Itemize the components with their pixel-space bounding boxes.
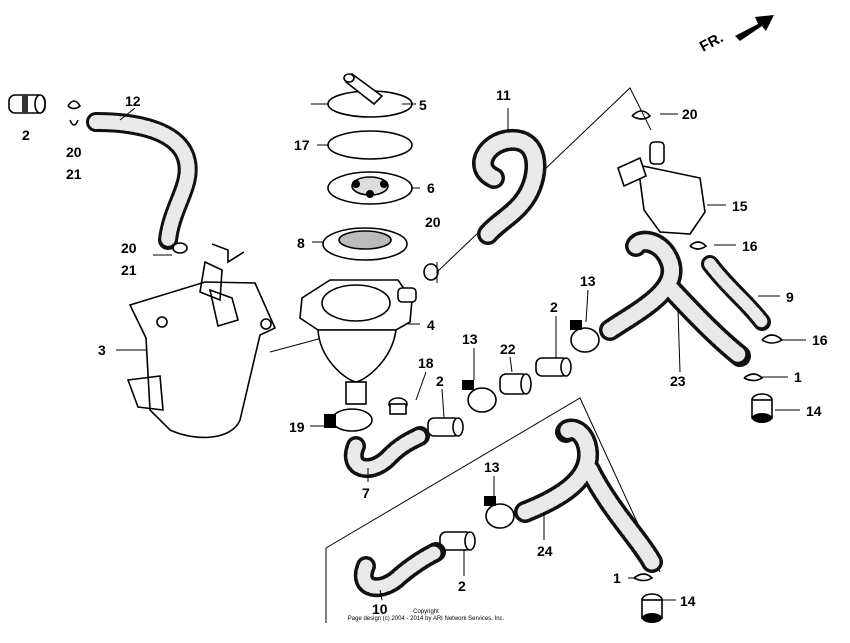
part-1-clip-lower	[633, 573, 654, 582]
part-8-valve	[322, 227, 408, 261]
front-direction-arrow-icon	[735, 15, 774, 41]
callout-label: 21	[121, 262, 137, 278]
copyright-notice: Copyright Page design (c) 2004 - 2014 by…	[348, 609, 505, 622]
part-11-hose	[472, 129, 547, 245]
callout-label: 16	[742, 238, 758, 254]
part-2-joint-upper-right	[535, 357, 572, 377]
callout-label: 13	[580, 273, 596, 289]
part-2-joint-lower	[439, 531, 476, 551]
callout-label: 10	[372, 601, 388, 617]
leader-lines	[116, 103, 806, 601]
callout-label: 20	[66, 144, 82, 160]
callout-label: 6	[427, 180, 435, 196]
callout-label: 20	[121, 240, 137, 256]
callout-label: 14	[806, 403, 822, 419]
callout-label: 14	[680, 593, 696, 609]
callout-label: 13	[484, 459, 500, 475]
part-13-clamp-middle	[462, 380, 497, 413]
part-24-y-hose	[514, 418, 663, 573]
part-16-clip-filter	[689, 241, 708, 250]
part-22-joint	[499, 373, 532, 395]
callout-label: 2	[550, 299, 558, 315]
part-13-clamp-lower	[484, 496, 515, 529]
callout-labels: 2 20 21 12 5 17 6 8 20 21 20 11 20 15 16…	[22, 87, 828, 617]
callout-label: 8	[297, 235, 305, 251]
callout-label: 15	[732, 198, 748, 214]
callout-label: 18	[418, 355, 434, 371]
callout-label: 20	[425, 214, 441, 230]
part-16-clip-hose-9	[761, 334, 784, 344]
part-12-hose	[86, 112, 198, 250]
part-1-clip-right	[743, 373, 764, 382]
callout-label: 17	[294, 137, 310, 153]
callout-label: 11	[496, 87, 511, 103]
callout-label: 12	[125, 93, 141, 109]
part-23-y-hose	[599, 230, 751, 367]
part-10-hose	[353, 542, 446, 598]
callout-label: 19	[289, 419, 305, 435]
callout-label: 22	[500, 341, 516, 357]
part-14-plug-lower	[641, 593, 663, 623]
callout-label: 21	[66, 166, 82, 182]
callout-label: 24	[537, 543, 553, 559]
part-15-fuel-filter	[617, 141, 706, 235]
copyright-line-1: Copyright	[413, 609, 439, 615]
callout-label: 13	[462, 331, 478, 347]
callout-label: 7	[362, 485, 370, 501]
part-4-fuel-cup	[299, 279, 417, 405]
part-5-cap	[327, 72, 413, 118]
part-7-hose	[343, 426, 430, 478]
callout-label: 9	[786, 289, 794, 305]
callout-label: 23	[670, 373, 686, 389]
front-direction-label: FR.	[697, 29, 726, 55]
copyright-line-2: Page design (c) 2004 - 2014 by ARI Netwo…	[348, 616, 505, 622]
part-20-clip-hose-12	[172, 242, 188, 254]
part-3-fuel-tank	[126, 243, 277, 439]
callout-label: 4	[427, 317, 435, 333]
part-6-diaphragm	[327, 171, 413, 205]
part-20-clip-filter	[631, 110, 652, 120]
callout-label: 2	[436, 373, 444, 389]
part-20-clip-top-left	[67, 100, 82, 126]
callout-label: 1	[613, 570, 621, 586]
front-direction-indicator: FR.	[697, 15, 774, 56]
part-2-joint-middle	[427, 417, 464, 437]
callout-label: 1	[794, 369, 802, 385]
part-17-gasket	[327, 130, 413, 160]
callout-label: 2	[22, 127, 30, 143]
part-13-clamp-upper-right	[570, 320, 600, 353]
part-19-clamp	[324, 408, 373, 432]
callout-label: 2	[458, 578, 466, 594]
callout-label: 16	[812, 332, 828, 348]
part-18-cap	[388, 397, 408, 415]
part-2-joint-top-left	[8, 94, 46, 114]
callout-label: 3	[98, 342, 106, 358]
part-20-clip-center	[423, 263, 439, 281]
callout-label: 5	[419, 97, 427, 113]
part-9-hose	[701, 255, 771, 331]
callout-label: 20	[682, 106, 698, 122]
part-14-plug-right	[751, 393, 773, 423]
